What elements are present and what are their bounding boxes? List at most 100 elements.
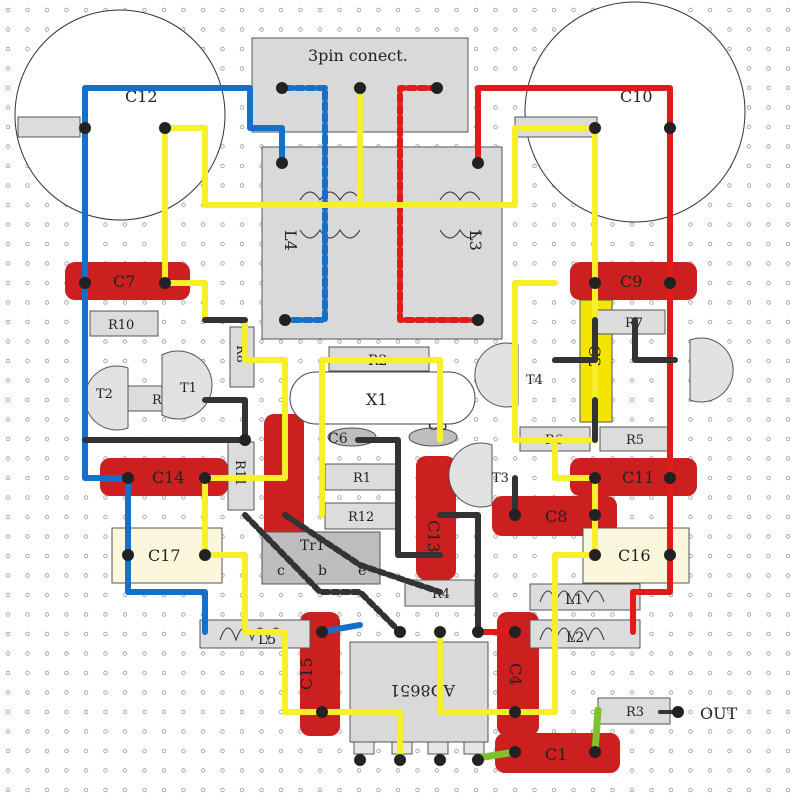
grid-hole xyxy=(64,514,69,520)
capacitor-c1 xyxy=(495,733,620,773)
grid-hole xyxy=(103,573,108,578)
grid-hole xyxy=(532,339,537,344)
wire-dark-dashed-a xyxy=(242,512,403,635)
grid-hole xyxy=(532,241,537,247)
grid-hole xyxy=(298,787,303,793)
grid-hole xyxy=(5,573,11,578)
grid-hole xyxy=(493,46,498,52)
grid-hole xyxy=(688,514,693,520)
grid-hole xyxy=(44,729,50,734)
grid-hole xyxy=(551,319,557,325)
resistor-r1-label: R1 xyxy=(353,471,371,486)
grid-hole xyxy=(727,748,732,754)
grid-hole xyxy=(415,7,420,13)
grid-hole xyxy=(64,748,69,754)
grid-hole xyxy=(122,222,128,227)
grid-hole xyxy=(103,787,108,793)
inductor-l3-coil xyxy=(439,191,481,239)
grid-hole xyxy=(239,768,245,773)
grid-hole xyxy=(707,651,713,656)
grid-hole xyxy=(64,222,69,227)
grid-hole xyxy=(688,222,693,227)
grid-hole xyxy=(493,105,498,110)
grid-hole xyxy=(356,787,362,793)
grid-hole xyxy=(707,475,713,481)
grid-hole xyxy=(103,670,108,676)
grid-hole xyxy=(103,241,108,247)
grid-hole xyxy=(239,709,245,715)
grid-hole xyxy=(512,787,518,793)
grid-hole xyxy=(64,553,69,559)
grid-hole xyxy=(64,241,69,247)
capacitor-c3 xyxy=(264,414,304,570)
grid-hole xyxy=(64,339,69,344)
grid-hole xyxy=(454,27,459,32)
grid-hole xyxy=(785,319,791,325)
grid-hole xyxy=(785,787,791,793)
grid-hole xyxy=(727,690,732,695)
grid-hole xyxy=(142,358,147,364)
grid-hole xyxy=(103,495,108,500)
ic-ad8651 xyxy=(349,641,489,743)
output-label: OUT xyxy=(700,704,738,723)
grid-hole xyxy=(785,261,791,266)
grid-hole xyxy=(5,690,11,695)
grid-hole xyxy=(434,612,440,617)
pin-c-label: c xyxy=(277,563,285,579)
grid-hole xyxy=(298,592,303,598)
grid-hole xyxy=(649,670,654,676)
wire-dark-dashed-b xyxy=(282,512,443,595)
grid-hole xyxy=(415,748,420,754)
grid-hole xyxy=(415,27,420,32)
grid-hole xyxy=(122,729,128,734)
grid-hole xyxy=(668,768,674,773)
grid-hole xyxy=(707,631,713,637)
grid-hole xyxy=(785,397,791,403)
grid-hole xyxy=(532,358,537,364)
grid-hole xyxy=(473,787,479,793)
grid-hole xyxy=(25,319,30,325)
grid-hole xyxy=(181,748,186,754)
grid-hole xyxy=(785,66,791,71)
grid-hole xyxy=(298,7,303,13)
grid-hole xyxy=(512,27,518,32)
grid-hole xyxy=(766,144,771,149)
grid-hole xyxy=(707,573,713,578)
grid-hole xyxy=(707,280,713,286)
grid-hole xyxy=(746,241,752,247)
transistor-t1-label: T1 xyxy=(180,381,197,396)
grid-hole xyxy=(707,456,713,461)
grid-hole xyxy=(25,514,30,520)
grid-hole xyxy=(44,768,50,773)
grid-hole xyxy=(610,670,615,676)
grid-hole xyxy=(746,66,752,71)
grid-hole xyxy=(64,417,69,422)
grid-hole xyxy=(161,612,167,617)
grid-hole xyxy=(44,202,50,208)
grid-hole xyxy=(259,651,264,656)
grid-hole xyxy=(25,709,30,715)
grid-hole xyxy=(434,7,440,13)
grid-hole xyxy=(532,27,537,32)
grid-hole xyxy=(766,222,771,227)
grid-hole xyxy=(727,592,732,598)
grid-hole xyxy=(727,514,732,520)
grid-hole xyxy=(25,417,30,422)
grid-hole xyxy=(220,358,225,364)
grid-hole xyxy=(142,787,147,793)
capacitor-c10-body xyxy=(524,1,746,223)
grid-hole xyxy=(122,612,128,617)
grid-hole xyxy=(220,651,225,656)
grid-hole xyxy=(44,670,50,676)
grid-hole xyxy=(161,339,167,344)
grid-hole xyxy=(5,300,11,305)
transistor-t1 xyxy=(161,350,213,420)
grid-hole xyxy=(746,748,752,754)
grid-hole xyxy=(64,573,69,578)
grid-hole xyxy=(122,768,128,773)
grid-hole xyxy=(766,690,771,695)
grid-hole xyxy=(727,280,732,286)
grid-hole xyxy=(571,417,576,422)
grid-hole xyxy=(415,631,420,637)
grid-hole xyxy=(44,592,50,598)
